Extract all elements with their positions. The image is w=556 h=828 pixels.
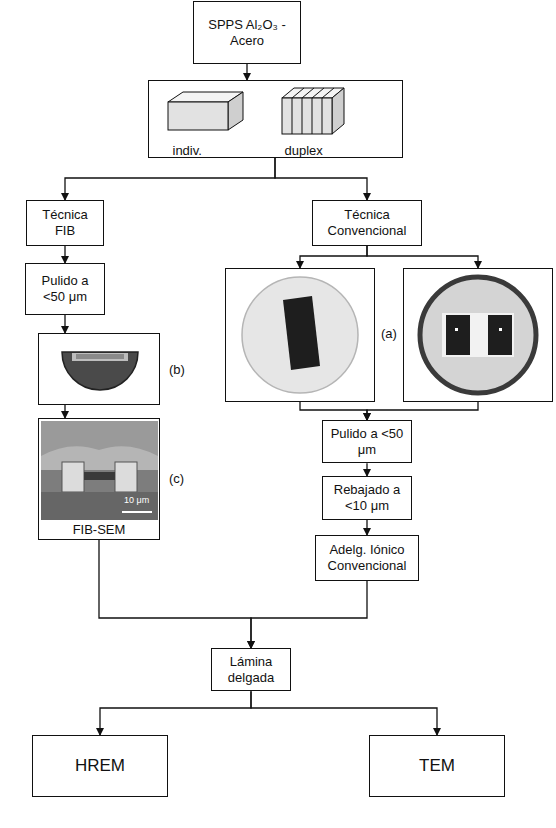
node-text: HREM bbox=[75, 756, 125, 776]
node-text: Pulido a <50 μm bbox=[33, 273, 97, 304]
process-box: Adelg. Iónico Convencional bbox=[315, 535, 419, 581]
flow-arrow bbox=[246, 64, 247, 80]
flow-arrow bbox=[251, 581, 367, 648]
process-box: Pulido a <50 μm bbox=[322, 420, 412, 463]
duplex-sample bbox=[282, 88, 344, 134]
micrograph-box: FIB-SEM(c) bbox=[38, 418, 160, 540]
node-text: Técnica Convencional bbox=[320, 207, 414, 238]
node-text: TEM bbox=[419, 756, 455, 776]
process-box: Técnica Convencional bbox=[312, 200, 422, 246]
node-text: Lámina delgada bbox=[219, 654, 283, 685]
node-text: indiv. bbox=[173, 143, 202, 159]
flow-arrow bbox=[300, 246, 367, 268]
flow-arrow bbox=[99, 540, 251, 648]
flow-arrow bbox=[251, 691, 437, 735]
individual-sample bbox=[168, 92, 243, 130]
flow-arrow bbox=[64, 405, 65, 418]
half-disc-sample bbox=[62, 352, 138, 390]
flow-arrow bbox=[367, 246, 478, 268]
flow-arrow bbox=[366, 520, 367, 535]
node-text: Pulido a <50 μm bbox=[330, 426, 404, 457]
flow-arrow bbox=[300, 402, 367, 420]
source-box: SPPS Al₂O₃ - Acero bbox=[193, 1, 301, 64]
sample-figure-box: indiv. duplex bbox=[148, 80, 403, 158]
node-text: duplex bbox=[285, 143, 323, 159]
callout-letter: (a) bbox=[381, 326, 397, 341]
flow-arrow bbox=[275, 158, 367, 200]
node-text: Adelg. Iónico Convencional bbox=[323, 542, 411, 573]
process-box: Técnica FIB bbox=[26, 200, 104, 246]
node-text: Técnica FIB bbox=[34, 207, 96, 238]
result-box: Lámina delgada bbox=[211, 648, 291, 691]
sem-micrograph bbox=[41, 421, 158, 520]
mounted-sample-photo bbox=[242, 277, 358, 393]
process-box: Pulido a <50 μm bbox=[25, 263, 105, 315]
photo-box: (b) bbox=[38, 333, 160, 405]
flow-arrow bbox=[64, 246, 65, 263]
mounted-sample-photo bbox=[420, 277, 536, 393]
process-box: Rebajado a <10 μm bbox=[322, 476, 412, 520]
photo-box bbox=[225, 268, 375, 402]
node-text: (c) bbox=[169, 471, 184, 487]
node-text: Rebajado a <10 μm bbox=[330, 482, 404, 513]
technique-box: TEM bbox=[369, 735, 505, 797]
technique-box: HREM bbox=[32, 735, 168, 797]
flow-arrow bbox=[367, 402, 478, 420]
flow-arrow bbox=[65, 158, 275, 200]
flow-arrow bbox=[100, 691, 251, 735]
scale-label: 10 μm bbox=[124, 495, 149, 505]
node-text: FIB-SEM bbox=[39, 522, 159, 538]
node-text: SPPS Al₂O₃ - Acero bbox=[201, 17, 293, 48]
photo-box bbox=[403, 268, 553, 402]
node-text: (b) bbox=[169, 362, 185, 378]
flow-arrow bbox=[64, 315, 65, 333]
flow-arrow bbox=[366, 463, 367, 476]
